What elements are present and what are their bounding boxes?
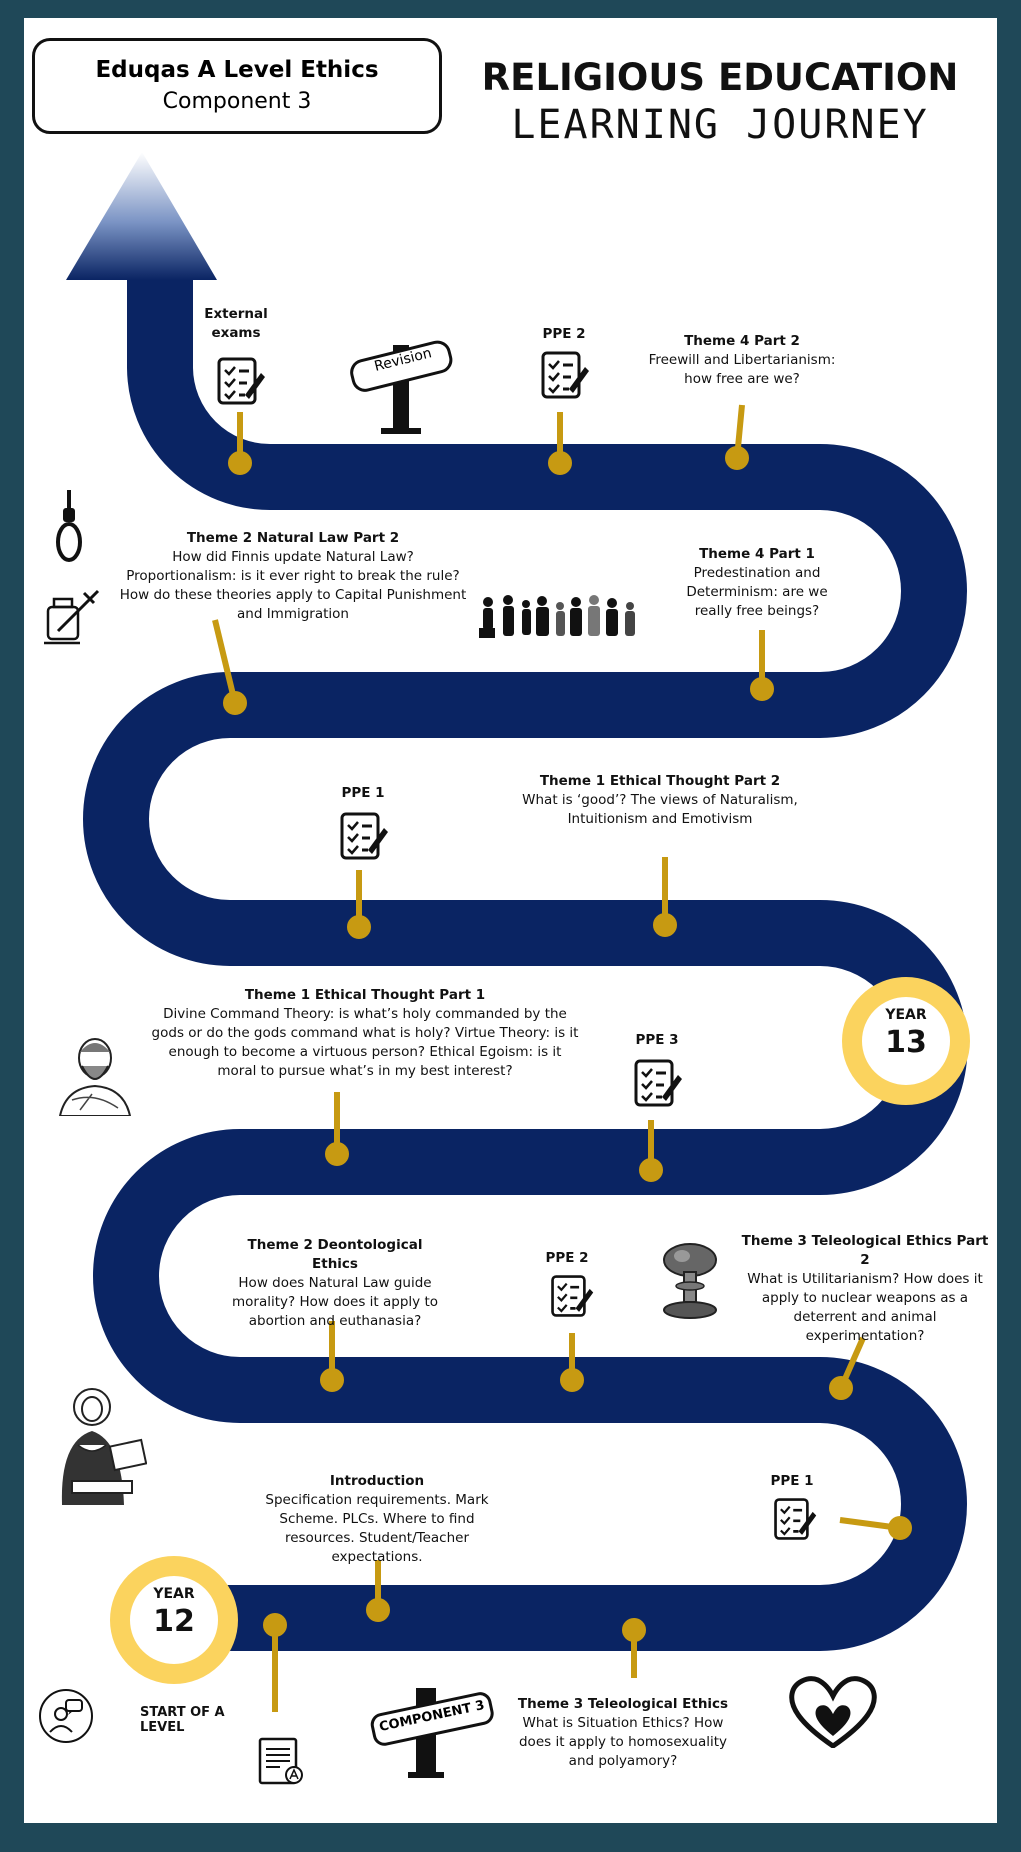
signpost-icon bbox=[350, 340, 453, 434]
checklist-icon bbox=[551, 1275, 594, 1317]
stop-theme3p2: Theme 3 Teleological Ethics Part 2 What … bbox=[740, 1232, 990, 1346]
stop-theme2deon-title: Theme 2 Deontological Ethics bbox=[247, 1237, 423, 1272]
philosopher-portrait-icon bbox=[58, 1038, 132, 1116]
stop-theme1p2-title: Theme 1 Ethical Thought Part 2 bbox=[539, 773, 781, 789]
year-12-badge: YEAR 12 bbox=[110, 1556, 238, 1684]
stop-ppe3-title: PPE 3 bbox=[635, 1032, 679, 1048]
stop-theme1p2-body: What is ‘good’? The views of Naturalism,… bbox=[522, 792, 798, 827]
stop-external-title: External exams bbox=[204, 306, 268, 341]
stop-theme2nl2: Theme 2 Natural Law Part 2 How did Finni… bbox=[118, 529, 468, 624]
stop-intro: Introduction Specification requirements.… bbox=[262, 1472, 492, 1567]
year-label: YEAR bbox=[885, 1007, 927, 1023]
stop-theme4p2: Theme 4 Part 2 Freewill and Libertariani… bbox=[636, 332, 848, 389]
student-chat-icon bbox=[39, 1689, 93, 1743]
syringe-icon bbox=[44, 589, 100, 645]
checklist-icon bbox=[541, 351, 589, 399]
year-number: 12 bbox=[153, 1604, 195, 1639]
start-label: START OF A LEVEL bbox=[140, 1705, 225, 1735]
stop-ppe1-mid-title: PPE 1 bbox=[341, 785, 385, 801]
nuclear-explosion-icon bbox=[663, 1243, 717, 1319]
checklist-icon bbox=[217, 357, 265, 405]
stop-theme4p1: Theme 4 Part 1 Predestination and Determ… bbox=[672, 545, 842, 621]
stop-theme1p1: Theme 1 Ethical Thought Part 1 Divine Co… bbox=[150, 986, 580, 1081]
checklist-icon bbox=[340, 812, 388, 860]
stop-theme3-title: Theme 3 Teleological Ethics bbox=[517, 1696, 729, 1712]
saint-portrait-icon bbox=[61, 1388, 147, 1505]
stop-theme4p1-title: Theme 4 Part 1 bbox=[699, 546, 815, 562]
stop-theme1p2: Theme 1 Ethical Thought Part 2 What is ‘… bbox=[520, 772, 800, 829]
stop-theme4p2-title: Theme 4 Part 2 bbox=[684, 333, 800, 349]
stop-theme2nl2-body: How did Finnis update Natural Law? Propo… bbox=[119, 549, 467, 622]
stop-theme3p2-body: What is Utilitarianism? How does it appl… bbox=[747, 1271, 983, 1344]
course-name: Eduqas A Level Ethics bbox=[95, 57, 379, 83]
course-component: Component 3 bbox=[162, 89, 312, 114]
year-13-badge: YEAR 13 bbox=[842, 977, 970, 1105]
stop-theme2deon: Theme 2 Deontological Ethics How does Na… bbox=[230, 1236, 440, 1331]
signpost-icon bbox=[370, 1688, 494, 1778]
stop-theme4p1-body: Predestination and Determinism: are we r… bbox=[686, 565, 828, 619]
stop-theme2deon-body: How does Natural Law guide morality? How… bbox=[231, 1275, 438, 1329]
year-number: 13 bbox=[885, 1025, 927, 1060]
page-subtitle: LEARNING JOURNEY bbox=[511, 102, 929, 148]
checklist-icon bbox=[774, 1498, 817, 1540]
arrow-head bbox=[66, 152, 217, 280]
noose-icon bbox=[56, 490, 82, 562]
journey-road bbox=[83, 280, 968, 1651]
stop-intro-title: Introduction bbox=[329, 1473, 425, 1489]
pin-markers bbox=[212, 404, 912, 1712]
stop-theme3-body: What is Situation Ethics? How does it ap… bbox=[518, 1715, 727, 1769]
report-card-icon bbox=[258, 1737, 303, 1785]
stop-theme3: Theme 3 Teleological Ethics What is Situ… bbox=[508, 1695, 738, 1771]
year-label: YEAR bbox=[153, 1586, 195, 1602]
migrants-silhouette-icon bbox=[479, 595, 635, 638]
stop-theme3p2-title: Theme 3 Teleological Ethics Part 2 bbox=[741, 1233, 989, 1268]
stop-ppe2-low-title: PPE 2 bbox=[545, 1250, 589, 1266]
heart-icon bbox=[789, 1676, 877, 1748]
stop-intro-body: Specification requirements. Mark Scheme.… bbox=[265, 1492, 489, 1565]
stop-theme1p1-body: Divine Command Theory: is what’s holy co… bbox=[151, 1006, 579, 1079]
stop-ppe2-top-title: PPE 2 bbox=[542, 326, 586, 342]
checklist-icon bbox=[634, 1059, 682, 1107]
stop-theme4p2-body: Freewill and Libertarianism: how free ar… bbox=[648, 352, 836, 387]
stop-ppe1-low-title: PPE 1 bbox=[770, 1473, 814, 1489]
course-title-box: Eduqas A Level Ethics Component 3 bbox=[32, 38, 442, 134]
page-title: RELIGIOUS EDUCATION bbox=[481, 56, 959, 99]
stop-theme1p1-title: Theme 1 Ethical Thought Part 1 bbox=[244, 987, 486, 1003]
stop-theme2nl2-title: Theme 2 Natural Law Part 2 bbox=[186, 530, 400, 546]
